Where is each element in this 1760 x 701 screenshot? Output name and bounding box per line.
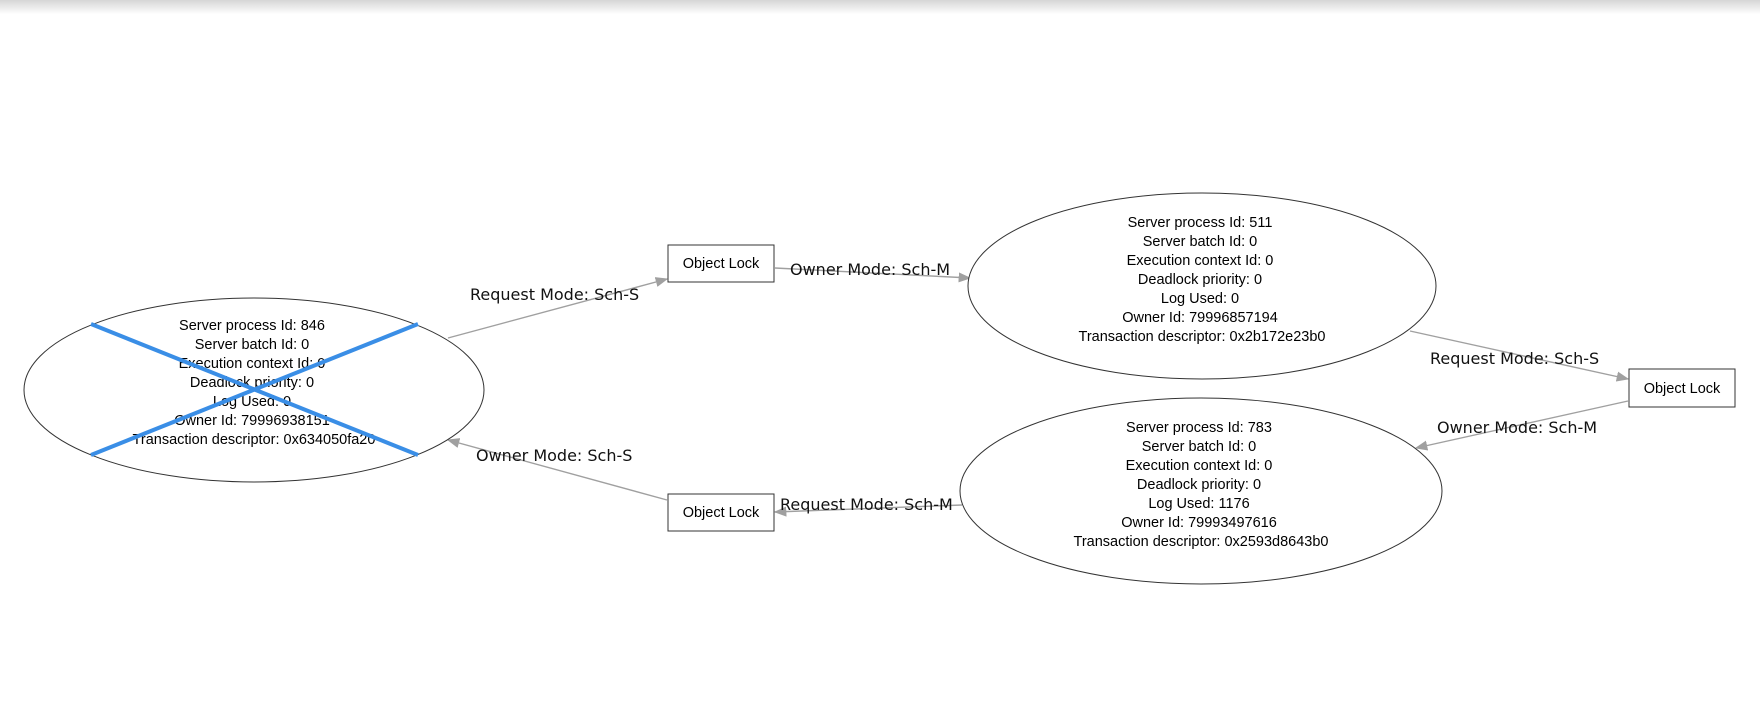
lock-label: Object Lock [1644,381,1721,397]
edge-p511-to-right-lock [1409,330,1630,382]
edge-label-top-to-p511: Owner Mode: Sch-M [790,260,950,279]
edges [446,267,1630,517]
process-line: Log Used: 0 [1161,291,1239,307]
edge-label-right-to-p783: Owner Mode: Sch-M [1437,418,1597,437]
process-line: Transaction descriptor: 0x634050fa20 [133,432,376,448]
lock-label: Object Lock [683,256,760,272]
edge-label-p511-to-right: Request Mode: Sch-S [1430,349,1599,368]
victim-cross-icon [90,322,419,457]
lock-box [1628,368,1736,408]
svg-text:Server process Id: 511 S: Server process Id: 511 Server batch Id: … [1079,215,1326,345]
svg-text:Server process Id: 783 S: Server process Id: 783 Server batch Id: … [1074,420,1329,550]
process-ellipse [959,397,1443,585]
edge-top-lock-to-p511 [774,267,972,283]
edge-label-bottom-to-victim: Owner Mode: Sch-S [476,446,632,465]
process-line: Server process Id: 783 [1126,420,1272,436]
svg-text:Server process Id: 846 S: Server process Id: 846 Server batch Id: … [133,318,376,448]
edge-victim-to-top-lock [447,277,669,339]
process-node-victim[interactable]: Server process Id: 846 Server batch Id: … [23,297,485,483]
process-ellipse [967,192,1437,380]
edge-label-victim-to-top: Request Mode: Sch-S [470,285,639,304]
process-line: Server process Id: 846 [179,318,325,334]
process-line: Log Used: 1176 [1148,496,1249,512]
process-line: Server batch Id: 0 [1143,234,1257,250]
process-line: Owner Id: 79993497616 [1121,515,1277,531]
process-node-511[interactable]: Server process Id: 511 Server batch Id: … [967,192,1437,380]
process-line: Execution context Id: 0 [1127,253,1274,269]
process-line: Transaction descriptor: 0x2b172e23b0 [1079,329,1326,345]
process-line: Owner Id: 79996857194 [1122,310,1278,326]
window-top-edge [0,0,1760,14]
process-node-783[interactable]: Server process Id: 783 Server batch Id: … [959,397,1443,585]
process-line: Transaction descriptor: 0x2593d8643b0 [1074,534,1329,550]
process-line: Execution context Id: 0 [179,356,326,372]
edge-bottom-lock-to-victim [446,438,668,501]
process-line: Deadlock priority: 0 [1138,272,1262,288]
edge-p783-to-bottom-lock [773,504,963,517]
lock-node-bottom[interactable]: Object Lock [667,493,775,532]
edge-label-p783-to-bottom: Request Mode: Sch-M [780,495,953,514]
process-line: Server batch Id: 0 [195,337,309,353]
lock-box [667,244,775,283]
process-line: Owner Id: 79996938151 [174,413,330,429]
process-line: Deadlock priority: 0 [1137,477,1261,493]
lock-node-top[interactable]: Object Lock [667,244,775,283]
process-line: Server process Id: 511 [1128,215,1273,231]
lock-box [667,493,775,532]
lock-node-right[interactable]: Object Lock [1628,368,1736,408]
lock-label: Object Lock [683,505,760,521]
process-line: Execution context Id: 0 [1126,458,1273,474]
edge-labels: Request Mode: Sch-S Owner Mode: Sch-M Re… [470,260,1599,514]
edge-right-lock-to-p783 [1414,400,1629,451]
process-line: Server batch Id: 0 [1142,439,1256,455]
